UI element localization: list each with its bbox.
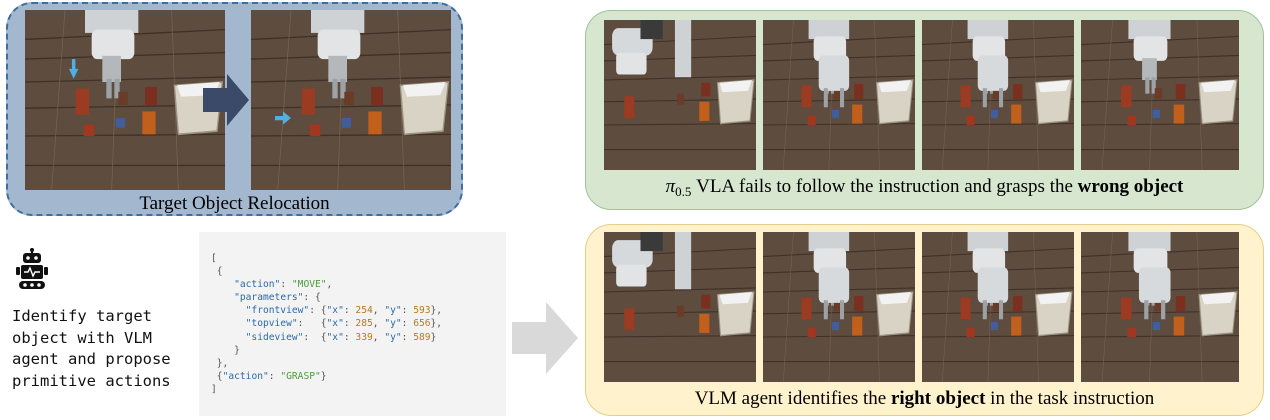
code-line: }, bbox=[211, 357, 229, 369]
right-frame-3 bbox=[922, 232, 1074, 382]
code-line: "action": "MOVE", bbox=[234, 279, 333, 291]
code-line: } bbox=[211, 344, 240, 356]
agent-line: Identify target bbox=[12, 307, 152, 325]
right-caption-bold: right object bbox=[890, 388, 986, 409]
right-frame-4 bbox=[1081, 232, 1239, 382]
action-json-code: [ { "action": "MOVE", "parameters": { "f… bbox=[199, 232, 506, 416]
right-caption-text: VLM agent identifies the bbox=[694, 388, 891, 409]
right-frame-2 bbox=[763, 232, 915, 382]
code-line: ] bbox=[211, 383, 217, 395]
right-arrow-icon bbox=[203, 74, 249, 126]
agent-line: agent and propose bbox=[12, 350, 171, 368]
wrong-frame-3 bbox=[922, 20, 1074, 170]
agent-description: Identify target object with VLM agent an… bbox=[12, 306, 198, 392]
code-line: "sideview": {"x": 339, "y": 589} bbox=[245, 331, 437, 343]
scene-after-relocation bbox=[251, 10, 451, 190]
right-caption-tail: in the task instruction bbox=[985, 388, 1155, 409]
gray-arrow-icon bbox=[512, 302, 578, 374]
wrong-caption-bold: wrong object bbox=[1077, 176, 1184, 197]
robot-icon bbox=[16, 248, 48, 289]
right-caption: VLM agent identifies the right object in… bbox=[585, 388, 1264, 410]
wrong-caption: π0.5 VLA fails to follow the instruction… bbox=[585, 176, 1264, 199]
right-frame-1 bbox=[604, 232, 756, 382]
relocation-caption: Target Object Relocation bbox=[139, 193, 330, 214]
cue-arrow-right-icon bbox=[283, 111, 291, 125]
code-line: "topview": {"x": 285, "y": 656}, bbox=[245, 318, 443, 330]
wrong-caption-text: VLA fails to follow the instruction and … bbox=[691, 176, 1078, 197]
code-line: { bbox=[216, 266, 223, 278]
agent-line: primitive actions bbox=[12, 371, 171, 390]
pi-subscript: 0.5 bbox=[675, 184, 692, 199]
code-line: "frontview": {"x": 254, "y": 593}, bbox=[245, 305, 443, 317]
wrong-frame-4 bbox=[1081, 20, 1239, 170]
cue-arrow-down-icon bbox=[69, 68, 79, 79]
agent-line: object with VLM bbox=[12, 328, 152, 347]
scene-before-relocation bbox=[25, 10, 225, 190]
wrong-frame-2 bbox=[763, 20, 915, 170]
code-line: "parameters": { bbox=[234, 292, 321, 304]
code-line: [ bbox=[211, 253, 217, 264]
code-line: {"action": "GRASP"} bbox=[211, 370, 327, 382]
wrong-frame-1 bbox=[604, 20, 756, 170]
pi-symbol: π bbox=[665, 176, 676, 197]
